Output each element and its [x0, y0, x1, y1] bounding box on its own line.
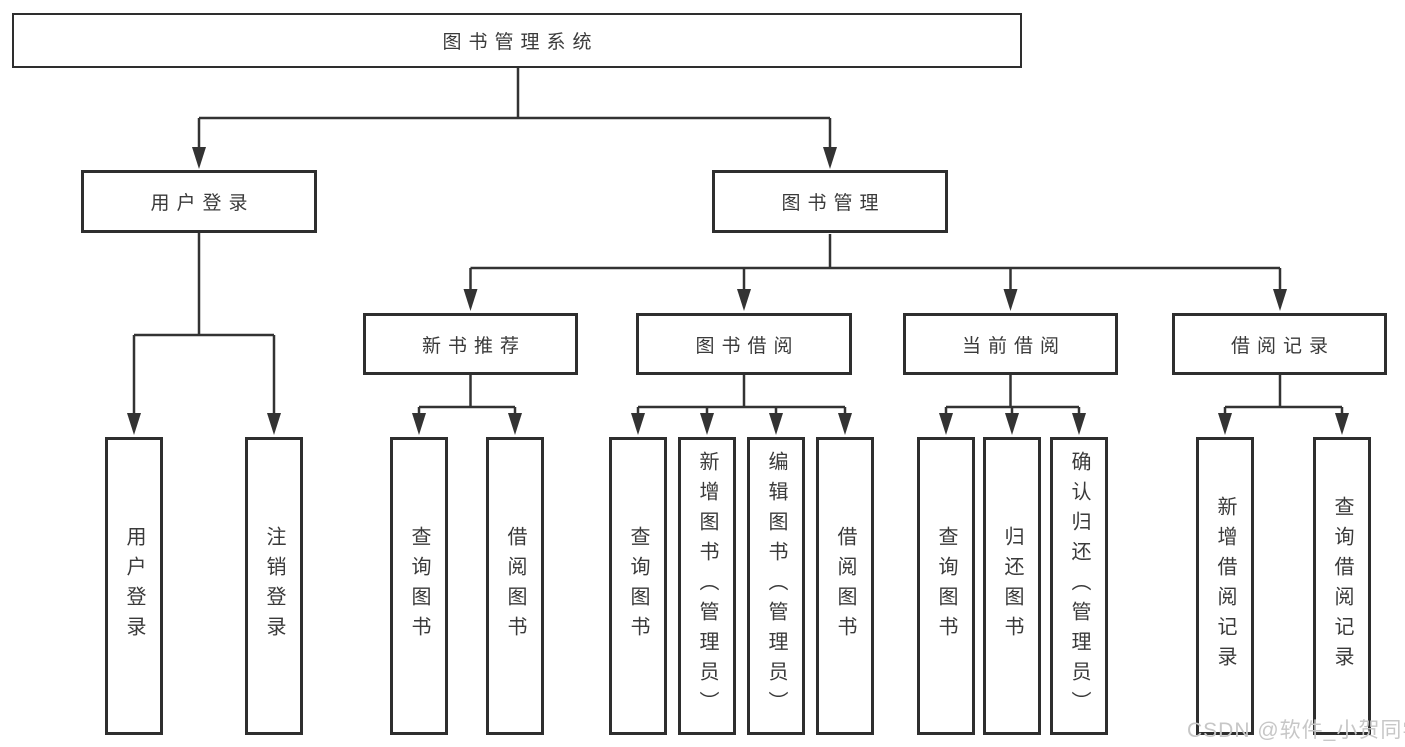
arrowheads: [127, 147, 1349, 435]
arrowhead: [769, 413, 783, 435]
leaf-borrow-books-label: 借阅图书: [834, 526, 856, 646]
node-new-book-recommend-label: 新书推荐: [421, 335, 526, 357]
node-root-label: 图书管理系统: [442, 32, 599, 53]
leaf-borrow-books-recommend: 借阅图书: [486, 437, 544, 735]
leaf-return-books-label: 归还图书: [1001, 526, 1023, 646]
arrowhead: [463, 289, 478, 311]
leaf-borrow-books-recommend-label: 借阅图书: [504, 526, 526, 646]
leaf-user-login: 用户登录: [105, 437, 163, 735]
leaf-query-borrow-record-label: 查询借阅记录: [1331, 496, 1353, 676]
arrowhead: [127, 413, 141, 435]
node-book-borrowing-label: 图书借阅: [695, 335, 800, 357]
arrowhead: [1003, 289, 1018, 311]
leaf-borrow-books: 借阅图书: [816, 437, 874, 735]
leaf-query-books-current: 查询图书: [917, 437, 975, 735]
node-current-borrowing-label: 当前借阅: [961, 335, 1066, 357]
leaf-query-books-borrow: 查询图书: [609, 437, 667, 735]
leaf-query-borrow-record: 查询借阅记录: [1313, 437, 1371, 735]
arrowhead: [267, 413, 281, 435]
leaf-query-books-borrow-label: 查询图书: [627, 526, 649, 646]
leaf-add-book-admin-label: 新增图书（管理员）: [696, 451, 718, 721]
leaf-logout: 注销登录: [245, 437, 303, 735]
arrowhead: [508, 413, 522, 435]
arrowhead: [1072, 413, 1086, 435]
edge-bookborrow-to-children: [636, 375, 847, 415]
arrowhead: [412, 413, 426, 435]
leaf-confirm-return-admin-label: 确认归还（管理员）: [1068, 451, 1090, 721]
node-book-management: 图书管理: [712, 170, 948, 233]
arrowhead: [1273, 289, 1287, 311]
edge-newbook-to-children: [417, 375, 517, 415]
node-root: 图书管理系统: [12, 13, 1022, 68]
edge-userlogin-to-children: [132, 233, 276, 415]
arrowhead: [1005, 413, 1019, 435]
arrowhead: [631, 413, 645, 435]
node-new-book-recommend: 新书推荐: [363, 313, 578, 375]
arrowhead: [700, 413, 714, 435]
arrowhead: [1218, 413, 1232, 435]
node-current-borrowing: 当前借阅: [903, 313, 1118, 375]
edge-currentborrow-to-children: [944, 375, 1081, 415]
node-book-management-label: 图书管理: [781, 193, 886, 214]
arrowhead: [838, 413, 852, 435]
arrowhead: [737, 289, 751, 311]
node-user-login-label: 用户登录: [150, 193, 255, 214]
leaf-edit-book-admin-label: 编辑图书（管理员）: [765, 451, 787, 721]
leaf-query-books-recommend: 查询图书: [390, 437, 448, 735]
leaf-add-borrow-record: 新增借阅记录: [1196, 437, 1254, 735]
edge-bookmgmt-to-level3: [469, 234, 1282, 291]
leaf-query-books-recommend-label: 查询图书: [408, 526, 430, 646]
leaf-confirm-return-admin: 确认归还（管理员）: [1050, 437, 1108, 735]
leaf-query-books-current-label: 查询图书: [935, 526, 957, 646]
leaf-return-books: 归还图书: [983, 437, 1041, 735]
leaf-add-book-admin: 新增图书（管理员）: [678, 437, 736, 735]
arrowhead: [823, 147, 837, 169]
edge-records-to-children: [1223, 375, 1344, 415]
leaf-edit-book-admin: 编辑图书（管理员）: [747, 437, 805, 735]
node-borrowing-records-label: 借阅记录: [1230, 335, 1335, 357]
arrowhead: [1335, 413, 1349, 435]
node-borrowing-records: 借阅记录: [1172, 313, 1387, 375]
arrowhead: [192, 147, 206, 169]
arrowhead: [939, 413, 953, 435]
leaf-add-borrow-record-label: 新增借阅记录: [1214, 496, 1236, 676]
node-book-borrowing: 图书借阅: [636, 313, 852, 375]
node-user-login: 用户登录: [81, 170, 317, 233]
edge-root-to-level2: [197, 68, 832, 149]
leaf-logout-label: 注销登录: [263, 526, 285, 646]
csdn-watermark: CSDN @软件_小贺同学: [1187, 719, 1405, 742]
leaf-user-login-label: 用户登录: [123, 526, 145, 646]
